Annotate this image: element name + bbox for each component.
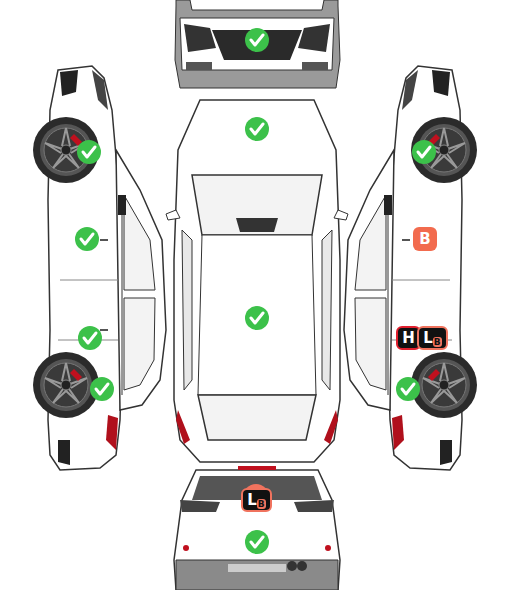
damage-badge: LB — [241, 488, 272, 512]
badge-letter: B — [419, 231, 430, 247]
damage-badge: B — [413, 227, 437, 251]
badge-letter: B — [257, 499, 266, 509]
badge-letter: B — [433, 337, 442, 347]
badge-letter: L — [247, 492, 257, 508]
badge-letter: H — [402, 330, 415, 346]
badge-letter: L — [423, 330, 433, 346]
damage-badge: LB — [417, 326, 448, 350]
